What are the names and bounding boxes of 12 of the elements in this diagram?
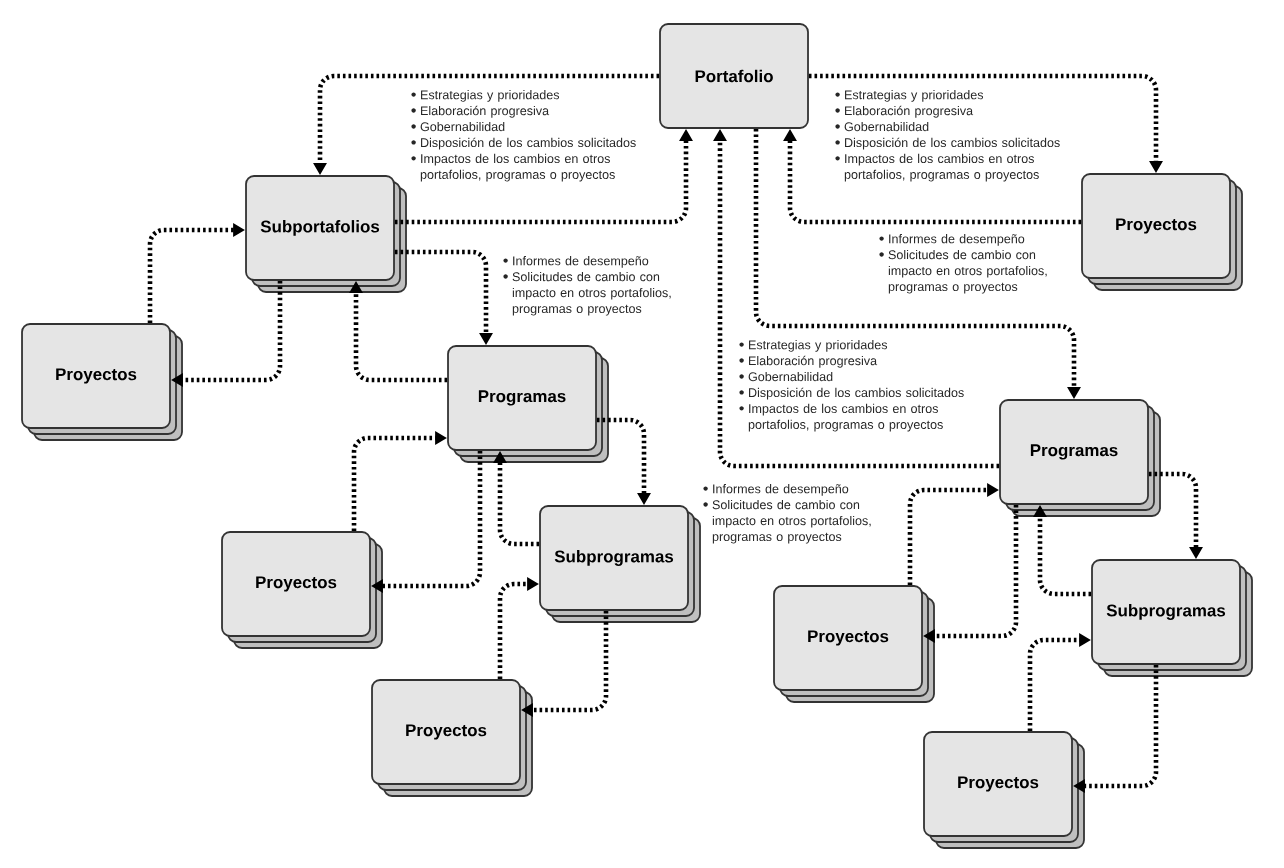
stacked-box: Proyectos [773,585,935,703]
stacked-box: Subprogramas [539,505,701,623]
stacked-box: Proyectos [371,679,533,797]
stacked-box: Proyectos [1081,173,1243,291]
stacked-box: Programas [447,345,609,463]
stacked-box: Proyectos [923,731,1085,849]
stacked-box: Proyectos [21,323,183,441]
stacked-box: Subprogramas [1091,559,1253,677]
stacked-box: Programas [999,399,1161,517]
process-box: Portafolio [659,23,809,129]
stacked-box: Proyectos [221,531,383,649]
stacked-box: Subportafolios [245,175,407,293]
